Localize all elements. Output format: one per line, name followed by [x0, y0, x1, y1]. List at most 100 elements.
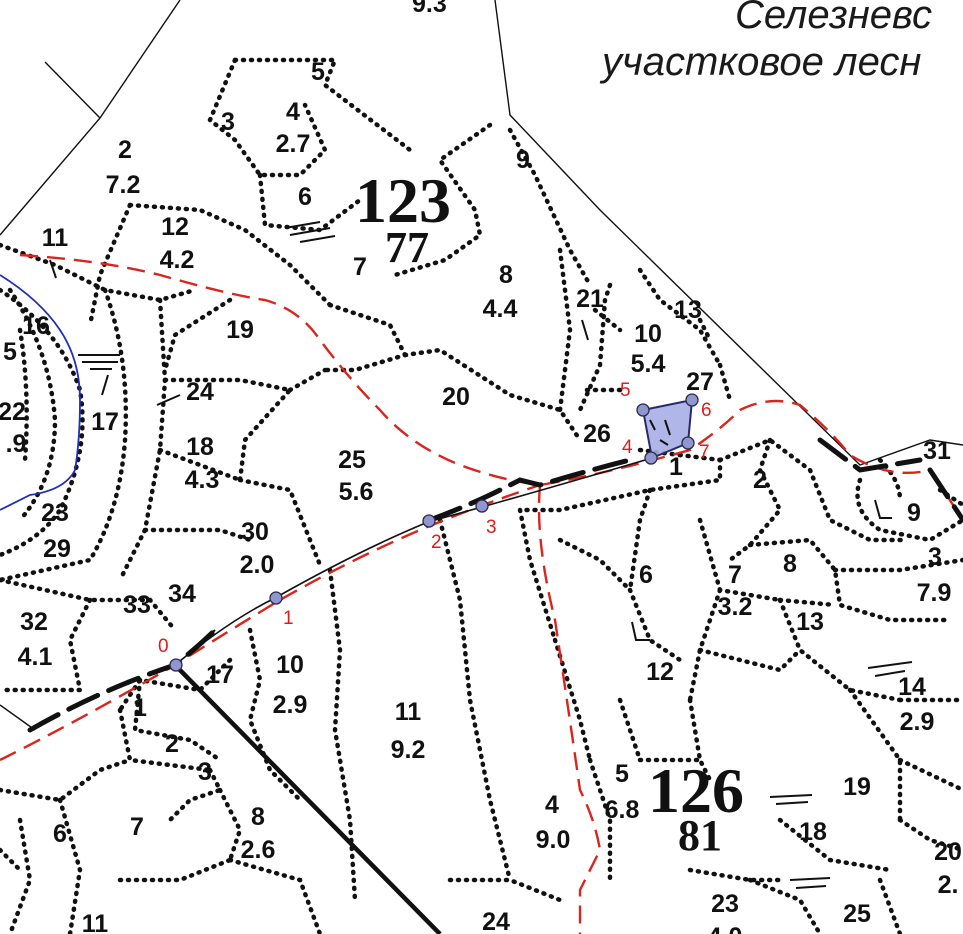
parcel-sub: 2.0 — [240, 551, 275, 579]
parcel-id: 5 — [615, 760, 629, 788]
parcel-id: 23 — [41, 499, 69, 527]
parcel-id: 8 — [251, 803, 265, 831]
parcel-id: 10 — [634, 320, 662, 348]
parcel-sub: 4.4 — [483, 295, 518, 323]
parcel-id: 24 — [186, 378, 214, 406]
parcel-sub: 4.0 — [708, 923, 743, 934]
parcel-id: 12 — [646, 658, 674, 686]
point-label-7: 7 — [699, 442, 710, 463]
parcel-id: 8 — [499, 261, 513, 289]
parcel-id: 11 — [395, 698, 422, 726]
parcel-boundaries — [0, 57, 963, 934]
route-point-0[interactable] — [169, 658, 183, 672]
parcel-id: 11 — [82, 910, 109, 934]
parcel-id: 18 — [799, 818, 827, 846]
parcel-sub: 6.8 — [605, 796, 640, 824]
plot-point-7[interactable] — [681, 436, 695, 450]
point-label-2: 2 — [431, 532, 442, 553]
plot-inner-marks — [649, 419, 671, 446]
parcel-id: 25 — [338, 446, 366, 474]
forest-boundary-lines — [0, 0, 963, 731]
red-boundary-line — [19, 253, 963, 521]
parcel-sub: 2.9 — [273, 691, 308, 719]
clearing-line — [173, 663, 442, 934]
parcel-id: 20 — [442, 383, 470, 411]
parcel-labels: 5 4 2.7 3 2 7.2 6 9 11 12 4.2 7 8 4.4 21… — [0, 58, 962, 934]
parcel-id: 2 — [753, 466, 767, 494]
road-dashed-line-2 — [427, 457, 633, 523]
parcel-id: 21 — [576, 285, 604, 313]
parcel-sub: 3.2 — [718, 593, 753, 621]
parcel-sub: 4.2 — [160, 246, 195, 274]
parcel-id: 3 — [221, 108, 235, 136]
route-vertices — [169, 393, 699, 672]
parcel-id: 31 — [923, 437, 951, 465]
parcel-id: 6 — [639, 561, 653, 589]
parcel-id: 4 — [545, 791, 559, 819]
parcel-sub: 2. — [938, 871, 959, 899]
parcel-id: 8 — [783, 550, 797, 578]
parcel-id: 20 — [934, 838, 962, 866]
parcel-id: 33 — [123, 591, 151, 619]
plot-point-6[interactable] — [685, 393, 699, 407]
parcel-id: 23 — [711, 890, 739, 918]
parcel-id: 10 — [276, 651, 304, 679]
parcel-sub: 2.6 — [241, 836, 276, 864]
parcel-id: 4 — [286, 98, 300, 126]
parcel-id: 2 — [165, 730, 179, 758]
parcel-id: 12 — [161, 213, 189, 241]
parcel-sub: 2.7 — [276, 130, 311, 158]
parcel-id: 25 — [843, 900, 871, 928]
route-point-3[interactable] — [475, 499, 489, 513]
parcel-id: 9 — [907, 499, 921, 527]
red-boundary-south — [537, 484, 602, 934]
forest-name-line1: Селезневс — [735, 0, 932, 37]
parcel-id: 27 — [686, 368, 714, 396]
parcel-id: 6 — [53, 820, 67, 848]
plot-point-5[interactable] — [636, 403, 650, 417]
stream-line — [0, 274, 81, 511]
point-label-0: 0 — [158, 636, 169, 657]
parcel-sub: 9.2 — [391, 736, 426, 764]
parcel-id: 13 — [674, 296, 702, 324]
parcel-sub: .9 — [6, 430, 27, 458]
parcel-id: 6 — [298, 183, 312, 211]
parcel-id: 2 — [118, 136, 132, 164]
quarter-area-126: 81 — [678, 811, 722, 860]
parcel-id: 32 — [20, 608, 48, 636]
point-labels: 0 1 2 3 4 5 6 7 — [158, 380, 712, 657]
parcel-id: 7 — [353, 253, 367, 281]
point-label-6: 6 — [701, 400, 712, 421]
parcel-id: 18 — [186, 433, 214, 461]
parcel-id: 1 — [133, 694, 147, 722]
plot-point-4[interactable] — [644, 451, 658, 465]
parcel-sub: 7.9 — [917, 579, 952, 607]
parcel-id: 22 — [0, 398, 26, 426]
parcel-id: 30 — [241, 518, 269, 546]
parcel-id: 24 — [482, 908, 510, 934]
parcel-sub: 4.3 — [185, 466, 220, 494]
quarter-labels: 123 77 126 81 — [355, 165, 744, 860]
route-line — [174, 457, 653, 666]
parcel-id: 3 — [928, 543, 942, 571]
parcel-sub: 5.4 — [631, 350, 666, 378]
top-cut-label: 9.3 — [412, 0, 447, 18]
road-dashed-line-4 — [927, 467, 963, 523]
parcel-id: 11 — [42, 224, 69, 252]
route-point-1[interactable] — [269, 591, 283, 605]
parcel-id: 1 — [669, 453, 683, 481]
parcel-sub: 29 — [43, 535, 71, 563]
parcel-sub: 7.2 — [106, 171, 141, 199]
parcel-id: 5 — [3, 338, 17, 366]
parcel-id: 19 — [226, 316, 254, 344]
road-dashed-line-3 — [817, 437, 923, 473]
parcel-id: 17 — [206, 661, 234, 689]
parcel-id: 9 — [516, 146, 530, 174]
parcel-id: 5 — [311, 58, 325, 86]
parcel-sub: 9.0 — [536, 826, 571, 854]
point-label-1: 1 — [283, 608, 294, 629]
quarter-number-126: 126 — [648, 755, 744, 826]
parcel-id: 7 — [130, 813, 144, 841]
route-point-2[interactable] — [422, 514, 436, 528]
